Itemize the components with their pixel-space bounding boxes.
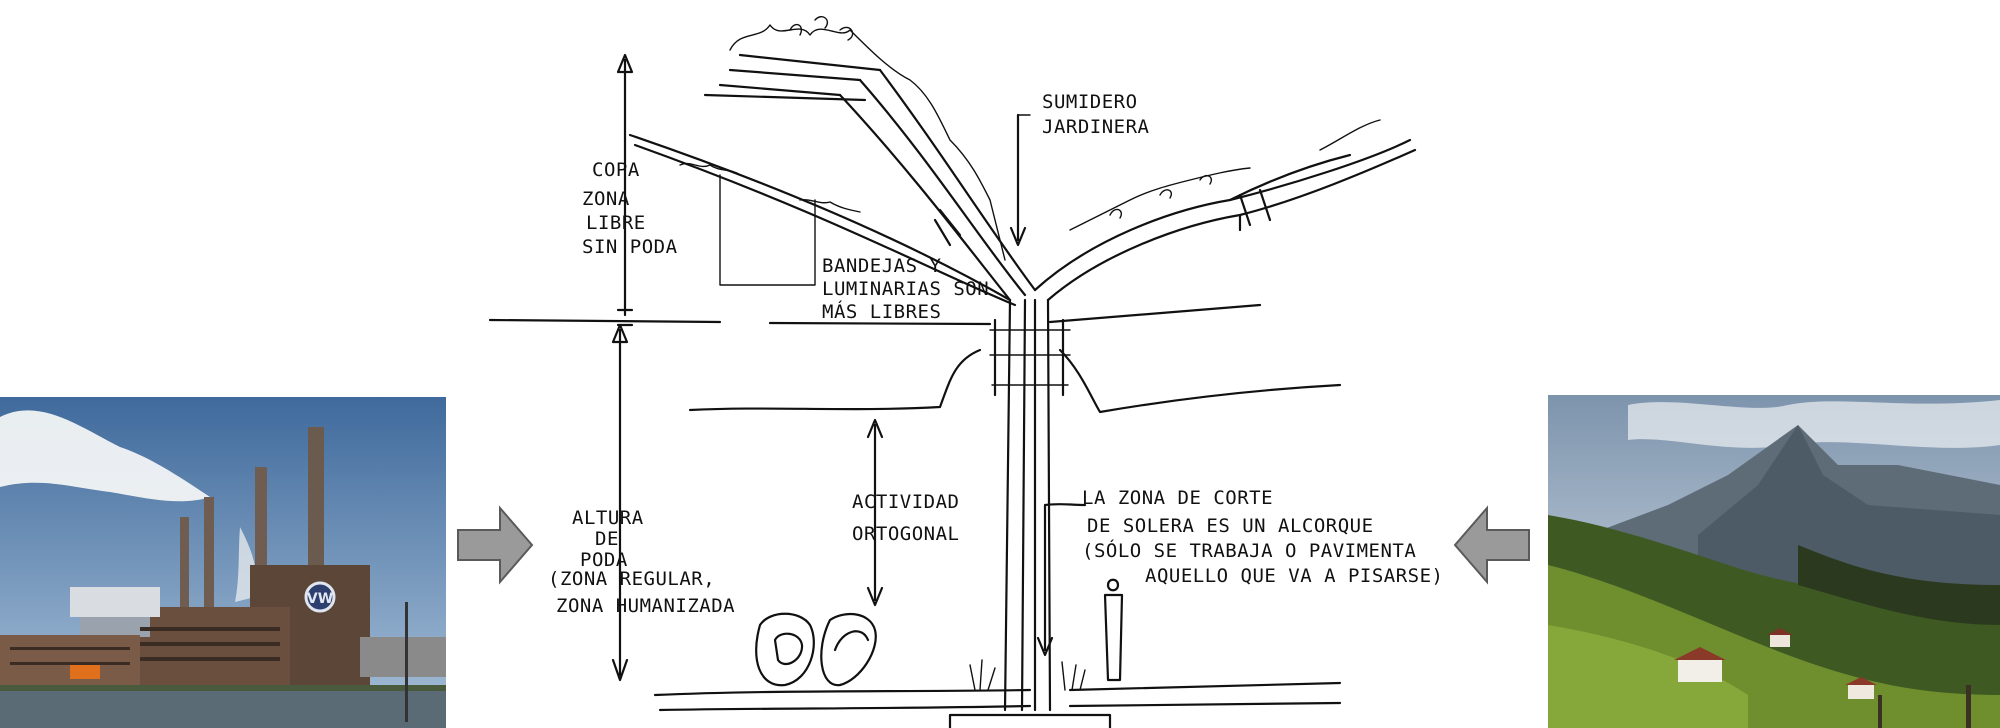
zona-corte-arrow [1036,503,1087,657]
left-branch-tips [703,53,882,102]
crown-base-line [488,303,1262,326]
branch-joint-left [933,208,962,247]
foliage-leaves [789,16,854,41]
pit-outline [948,713,1112,728]
grass [969,659,1086,691]
activity-arrow [866,418,884,607]
label-aquello: AQUELLO QUE VA A PISARSE) [1145,565,1443,587]
right-leaves [1109,174,1212,219]
sumidero-arrow [1009,113,1027,247]
stone-1 [755,612,815,687]
label-jardinera: JARDINERA [1042,116,1150,138]
label-zona-humanizada: ZONA HUMANIZADA [556,595,735,617]
label-libre: LIBRE [586,212,646,234]
dimension-line-crown [616,53,634,317]
label-zona: ZONA [582,188,630,210]
right-branch-tips [1228,153,1352,232]
label-altura: ALTURA [572,507,644,529]
label-sin-poda: SIN PODA [582,236,678,258]
tree-section-sketch: SUMIDERO JARDINERA COPA ZONA LIBRE SIN P… [488,16,1443,728]
label-bandejas: BANDEJAS Y [822,255,941,277]
tray-leader [719,174,816,286]
trunk-collar [989,329,1071,386]
left-foliage [729,24,1006,261]
svg-text:VW: VW [307,591,333,607]
human-figure [1103,578,1124,682]
label-solera: DE SOLERA ES UN ALCORQUE [1087,515,1374,537]
dimension-line-pruning [611,323,629,682]
label-solo-trabaja: (SÓLO SE TRABAJA O PAVIMENTA [1082,538,1416,562]
branch-joint [1238,188,1272,227]
tray-scribble-2 [799,198,861,213]
label-copa: COPA [592,159,640,181]
right-branches [1033,138,1417,302]
arrow-right-icon [457,505,534,585]
label-poda: PODA [580,549,628,571]
label-sumidero: SUMIDERO [1042,91,1138,113]
ground-line-lower [658,701,1342,712]
label-luminarias: LUMINARIAS SON [822,278,989,300]
label-zona-corte: LA ZONA DE CORTE [1082,487,1273,509]
label-actividad: ACTIVIDAD [852,491,959,513]
label-zona-regular: (ZONA REGULAR, [548,568,715,590]
ground-line [653,681,1342,697]
left-branches [838,68,1037,302]
stone-2 [820,612,877,687]
tray-scribble-1 [679,162,741,176]
factory-photo: VW [0,397,446,728]
left-long-branch [628,133,1017,307]
trunk-sleeve [993,318,1065,397]
label-mas-libres: MÁS LIBRES [822,300,941,323]
arrow-left-icon [1453,505,1530,585]
label-ortogonal: ORTOGONAL [852,523,959,545]
right-foliage [1069,119,1381,231]
label-de: DE [595,528,619,550]
mountain-landscape-photo [1548,395,2000,728]
canopy-lower-line [688,348,1342,414]
tree-trunk [1003,298,1052,712]
